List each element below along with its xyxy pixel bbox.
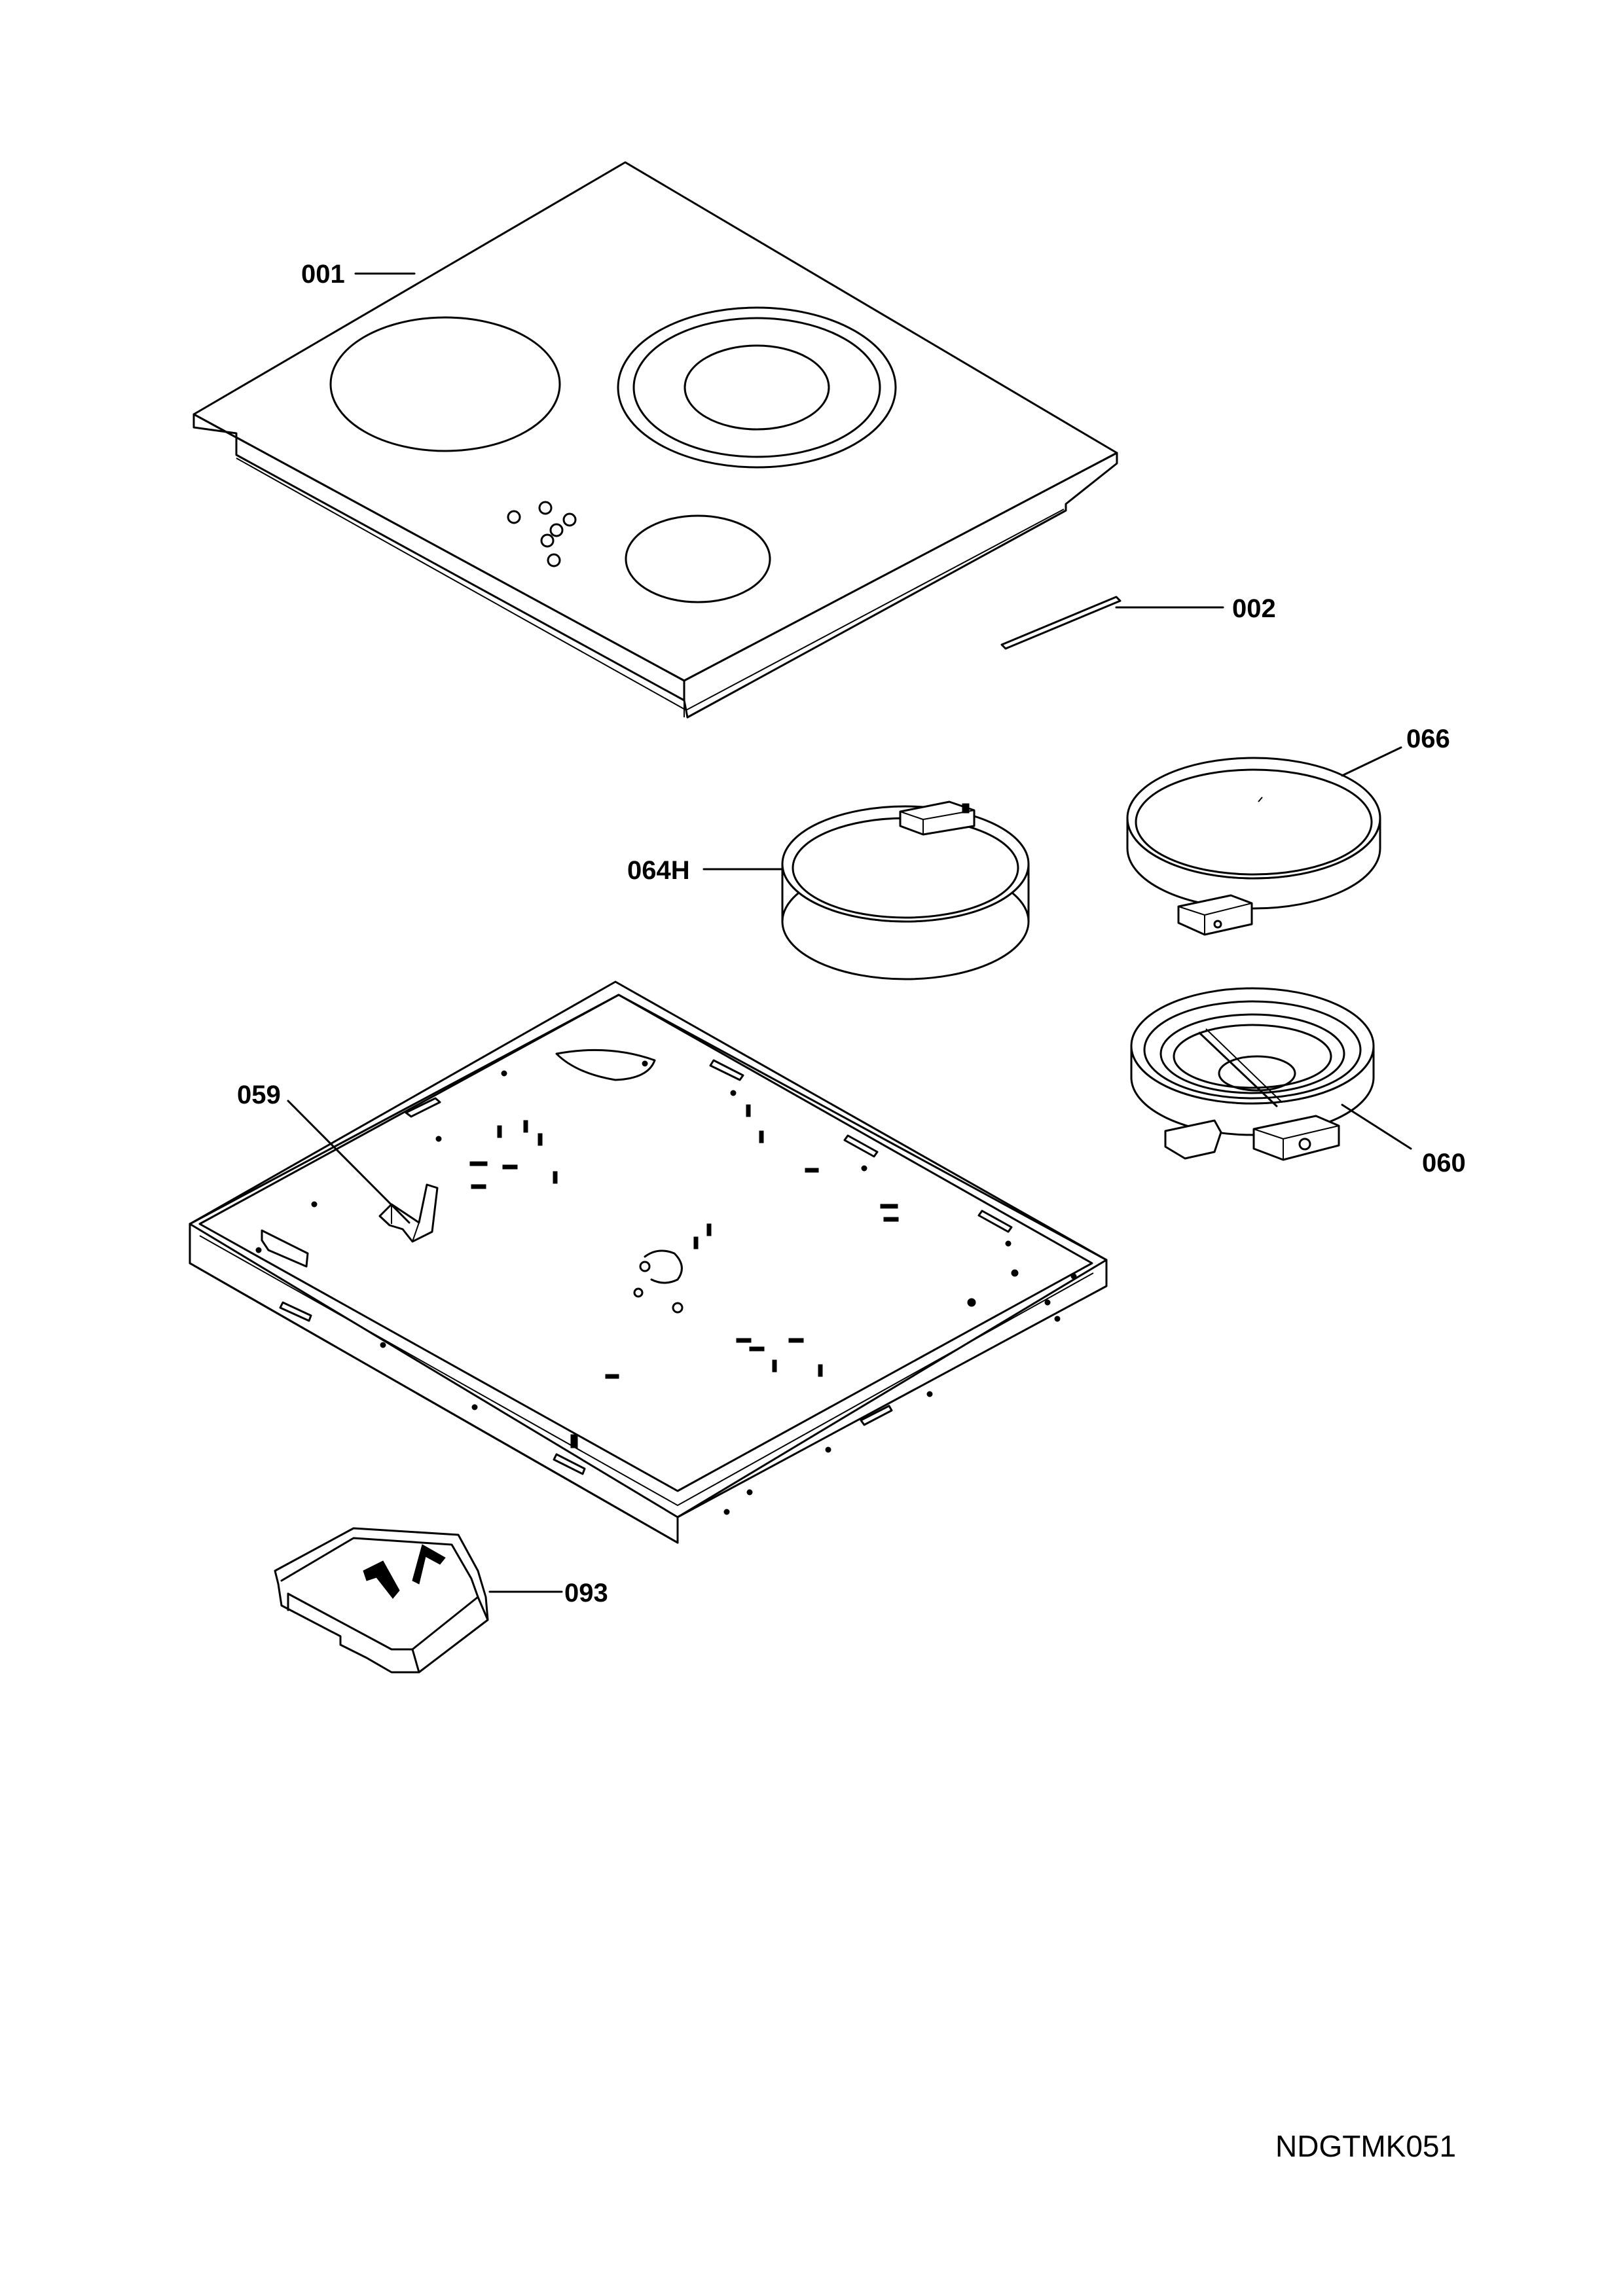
part-001-ceramic-hob-top — [192, 161, 1118, 719]
control-symbols — [507, 501, 577, 567]
part-060-radiant-heating-element — [1130, 987, 1375, 1161]
part-066-heating-element — [1126, 757, 1381, 936]
label-part-066: 066 — [1406, 725, 1450, 753]
label-part-064h: 064H — [627, 856, 690, 885]
label-part-002: 002 — [1232, 594, 1276, 623]
label-part-060: 060 — [1422, 1149, 1466, 1177]
part-059-bracket — [378, 1183, 439, 1243]
chassis-hardware-marks — [255, 1060, 1077, 1515]
base-tray-chassis — [189, 980, 1108, 1544]
part-002-seal-strip — [1000, 596, 1122, 650]
part-093-cable-cover — [274, 1527, 489, 1674]
label-part-059: 059 — [237, 1081, 281, 1109]
label-part-093: 093 — [564, 1579, 608, 1607]
leader-lines — [287, 272, 1412, 1593]
part-064h-heating-element — [781, 800, 1030, 980]
document-code: NDGTMK051 — [1275, 2129, 1456, 2163]
cooking-zone-left — [329, 316, 561, 452]
label-part-001: 001 — [301, 260, 345, 289]
cooking-zone-dual-middle — [632, 317, 881, 458]
cooking-zone-small — [625, 514, 771, 603]
cooking-zone-dual-outer — [617, 306, 897, 469]
chassis-slots — [279, 1059, 1013, 1475]
cooking-zone-dual-inner — [684, 344, 830, 431]
